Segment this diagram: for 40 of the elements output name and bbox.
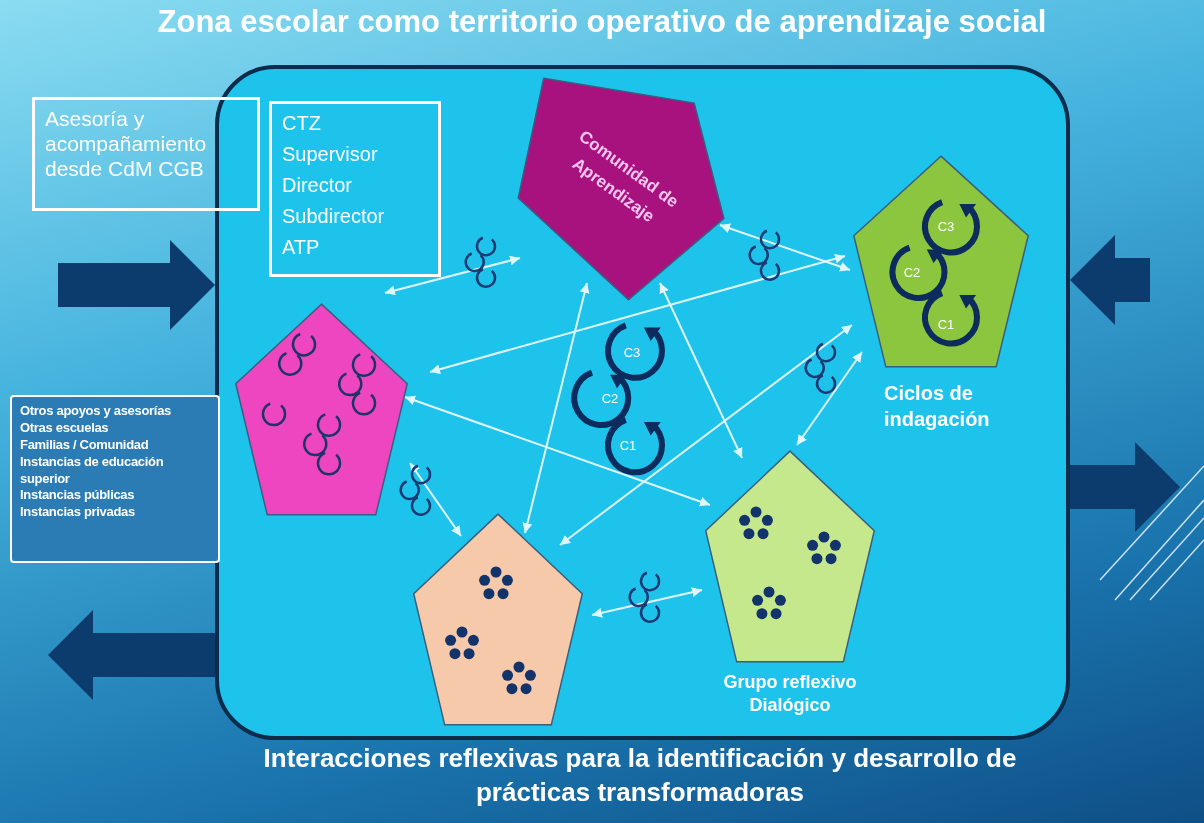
cycle-label: C3 [623,344,641,360]
double-arrow [796,351,863,446]
double-arrow [659,282,743,459]
node-text: Otros apoyos y asesorías [20,403,173,420]
cycle-label: C2 [601,390,619,406]
node-text: Supervisor [282,142,379,167]
node-text: Otras escuelas [20,419,110,437]
outlined-box [269,101,441,277]
info-panel [10,395,220,563]
node-text: Familias / Comunidad [20,436,150,454]
node-text: Grupo reflexivo Dialógico [722,671,858,718]
node-text: C2 [903,264,921,280]
double-arrow [591,587,703,618]
node-text: ATP [282,235,321,260]
caption: Interacciones reflexivas para la identificación y desarrollo de prácticas transformadoras [262,742,1018,809]
block-arrow [48,610,215,700]
block-arrow [1070,235,1150,325]
outlined-box [32,97,260,211]
territory-panel [215,65,1070,740]
block-arrow [1070,442,1180,532]
node-text: CTZ [282,111,322,136]
double-arrow [384,255,521,296]
block-arrow [58,240,215,330]
node-text: Instancias públicas [20,487,136,505]
node-text: C1 [937,316,955,332]
double-arrow [522,282,590,534]
node-text: Subdirector [282,204,386,229]
node-text: C3 [937,218,955,234]
double-arrow [429,253,846,375]
node-text: Asesoría y acompañamiento desde CdM CGB [45,106,208,182]
double-arrow [404,395,711,507]
double-arrow [719,223,851,272]
node-text: Director [282,173,353,198]
node-text: Instancias privadas [20,504,136,522]
cycle-label: C1 [619,437,637,453]
node-text: Instancias de educación superior [20,453,165,488]
node-text: Ciclos de indagación [884,381,991,432]
double-arrow [559,324,853,546]
title: Zona escolar como territorio operativo de aprendizaje social [156,4,1048,40]
double-arrow [409,462,462,537]
